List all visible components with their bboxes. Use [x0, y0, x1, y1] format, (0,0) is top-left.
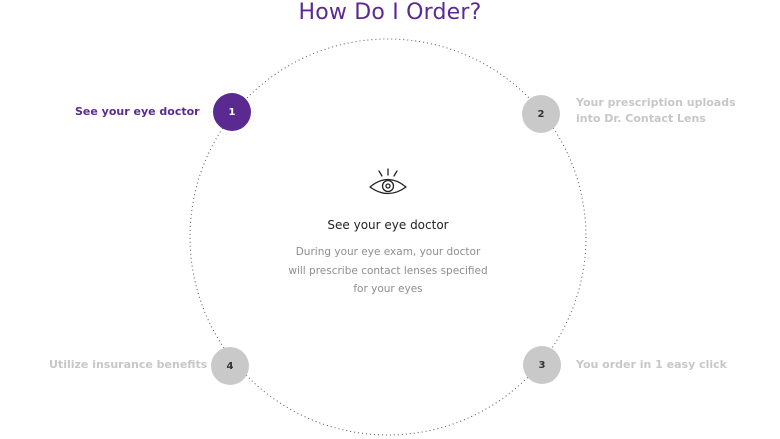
step-2-label-line-2: into Dr. Contact Lens [576, 112, 706, 125]
step-4-label[interactable]: Utilize insurance benefits [49, 357, 207, 373]
step-1-label[interactable]: See your eye doctor [75, 104, 200, 120]
step-4-button[interactable]: 4 [211, 347, 249, 385]
step-detail-panel: See your eye doctor During your eye exam… [260, 166, 516, 299]
step-detail-description-line-1: During your eye exam, your doctor [295, 246, 481, 258]
step-3-label-line-1: You order in 1 easy click [576, 358, 727, 371]
step-1-button[interactable]: 1 [213, 93, 251, 131]
step-1-number: 1 [228, 106, 236, 118]
step-3-button[interactable]: 3 [523, 346, 561, 384]
step-detail-description-line-2: will prescribe contact lenses specified [288, 264, 488, 277]
dotted-ring [189, 38, 587, 436]
step-detail-title: See your eye doctor [327, 218, 449, 232]
step-3-number: 3 [538, 359, 546, 371]
page-title: How Do I Order? [298, 0, 482, 25]
step-detail-description: During your eye exam, your doctor will p… [260, 243, 516, 299]
step-2-label-line-1: Your prescription uploads [576, 96, 736, 109]
step-3-label[interactable]: You order in 1 easy click [576, 357, 727, 373]
step-4-number: 4 [226, 360, 234, 372]
step-1-label-line-1: See your eye doctor [75, 105, 200, 118]
step-2-number: 2 [537, 108, 545, 120]
step-2-button[interactable]: 2 [522, 95, 560, 133]
step-2-label[interactable]: Your prescription uploads into Dr. Conta… [576, 95, 736, 127]
step-detail-description-line-3: for your eyes [353, 283, 423, 295]
step-4-label-line-1: Utilize insurance benefits [49, 358, 208, 371]
eye-icon [369, 168, 407, 195]
